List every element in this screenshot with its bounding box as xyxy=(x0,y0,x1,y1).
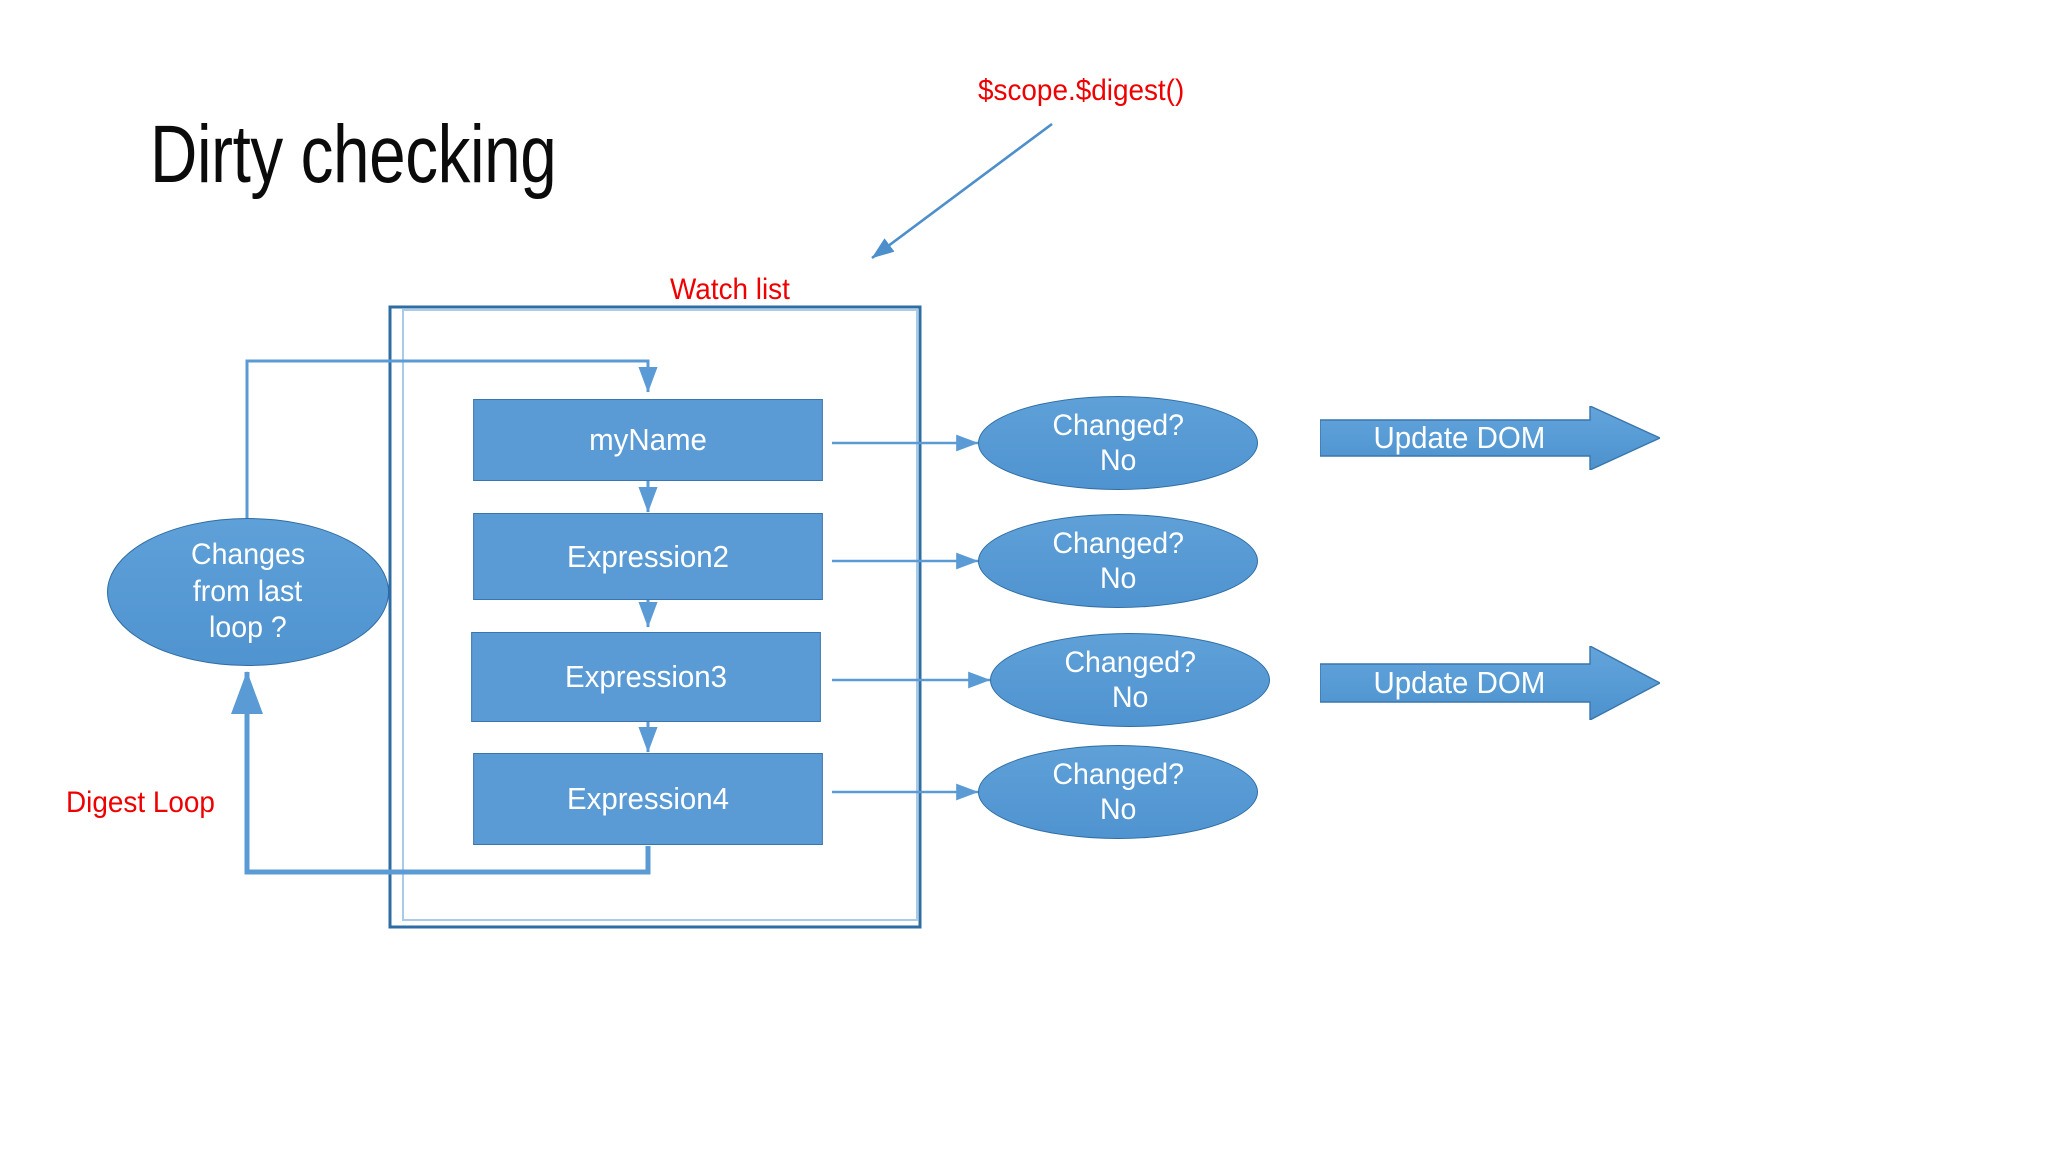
loop-decision-line2: from last xyxy=(193,574,303,608)
update-dom-block-arrow[interactable]: Update DOM xyxy=(1319,644,1662,722)
watch-list-outer-frame xyxy=(388,305,922,929)
watch-expression-label: myName xyxy=(589,422,707,457)
changed-decision-ellipse[interactable]: Changed? No xyxy=(978,745,1258,839)
changed-decision-line1: Changed? xyxy=(1052,526,1184,560)
changed-decision-ellipse[interactable]: Changed? No xyxy=(990,633,1270,727)
update-dom-block-arrow[interactable]: Update DOM xyxy=(1319,404,1662,472)
watch-expression-label: Expression3 xyxy=(564,659,728,694)
digest-call-pointer-arrow xyxy=(871,122,1053,260)
changed-decision-line2: No xyxy=(1099,562,1137,595)
page-title: Dirty checking xyxy=(150,109,557,200)
annotation-digest-call: $scope.$digest() xyxy=(978,74,1185,107)
watch-expression-box[interactable]: Expression4 xyxy=(473,753,823,845)
changed-decision-line2: No xyxy=(1111,681,1149,714)
changed-decision-line2: No xyxy=(1099,793,1137,826)
watch-expression-box[interactable]: Expression2 xyxy=(473,513,823,600)
watch-expression-label: Expression4 xyxy=(566,781,730,816)
watch-list-inner-frame xyxy=(402,309,918,921)
changed-decision-ellipse[interactable]: Changed? No xyxy=(978,514,1258,608)
annotation-digest-loop: Digest Loop xyxy=(66,786,215,819)
loop-entry-connector xyxy=(245,359,658,660)
loop-decision-line1: Changes xyxy=(190,538,306,572)
changed-decision-ellipse[interactable]: Changed? No xyxy=(978,396,1258,490)
block-arrow-shape xyxy=(1319,644,1662,722)
loop-decision-ellipse[interactable]: Changes from last loop ? xyxy=(107,518,389,666)
watch-expression-box[interactable]: Expression3 xyxy=(471,632,821,722)
digest-loop-return-connector xyxy=(230,670,651,875)
block-arrow-shape xyxy=(1319,404,1662,472)
watch-expression-box[interactable]: myName xyxy=(473,399,823,481)
loop-decision-line3: loop ? xyxy=(209,611,287,645)
changed-decision-line2: No xyxy=(1099,444,1137,477)
changed-decision-line1: Changed? xyxy=(1052,757,1184,791)
watch-expression-label: Expression2 xyxy=(566,538,730,574)
changed-decision-line1: Changed? xyxy=(1064,645,1196,679)
annotation-watch-list: Watch list xyxy=(670,273,790,306)
changed-decision-line1: Changed? xyxy=(1052,408,1184,442)
